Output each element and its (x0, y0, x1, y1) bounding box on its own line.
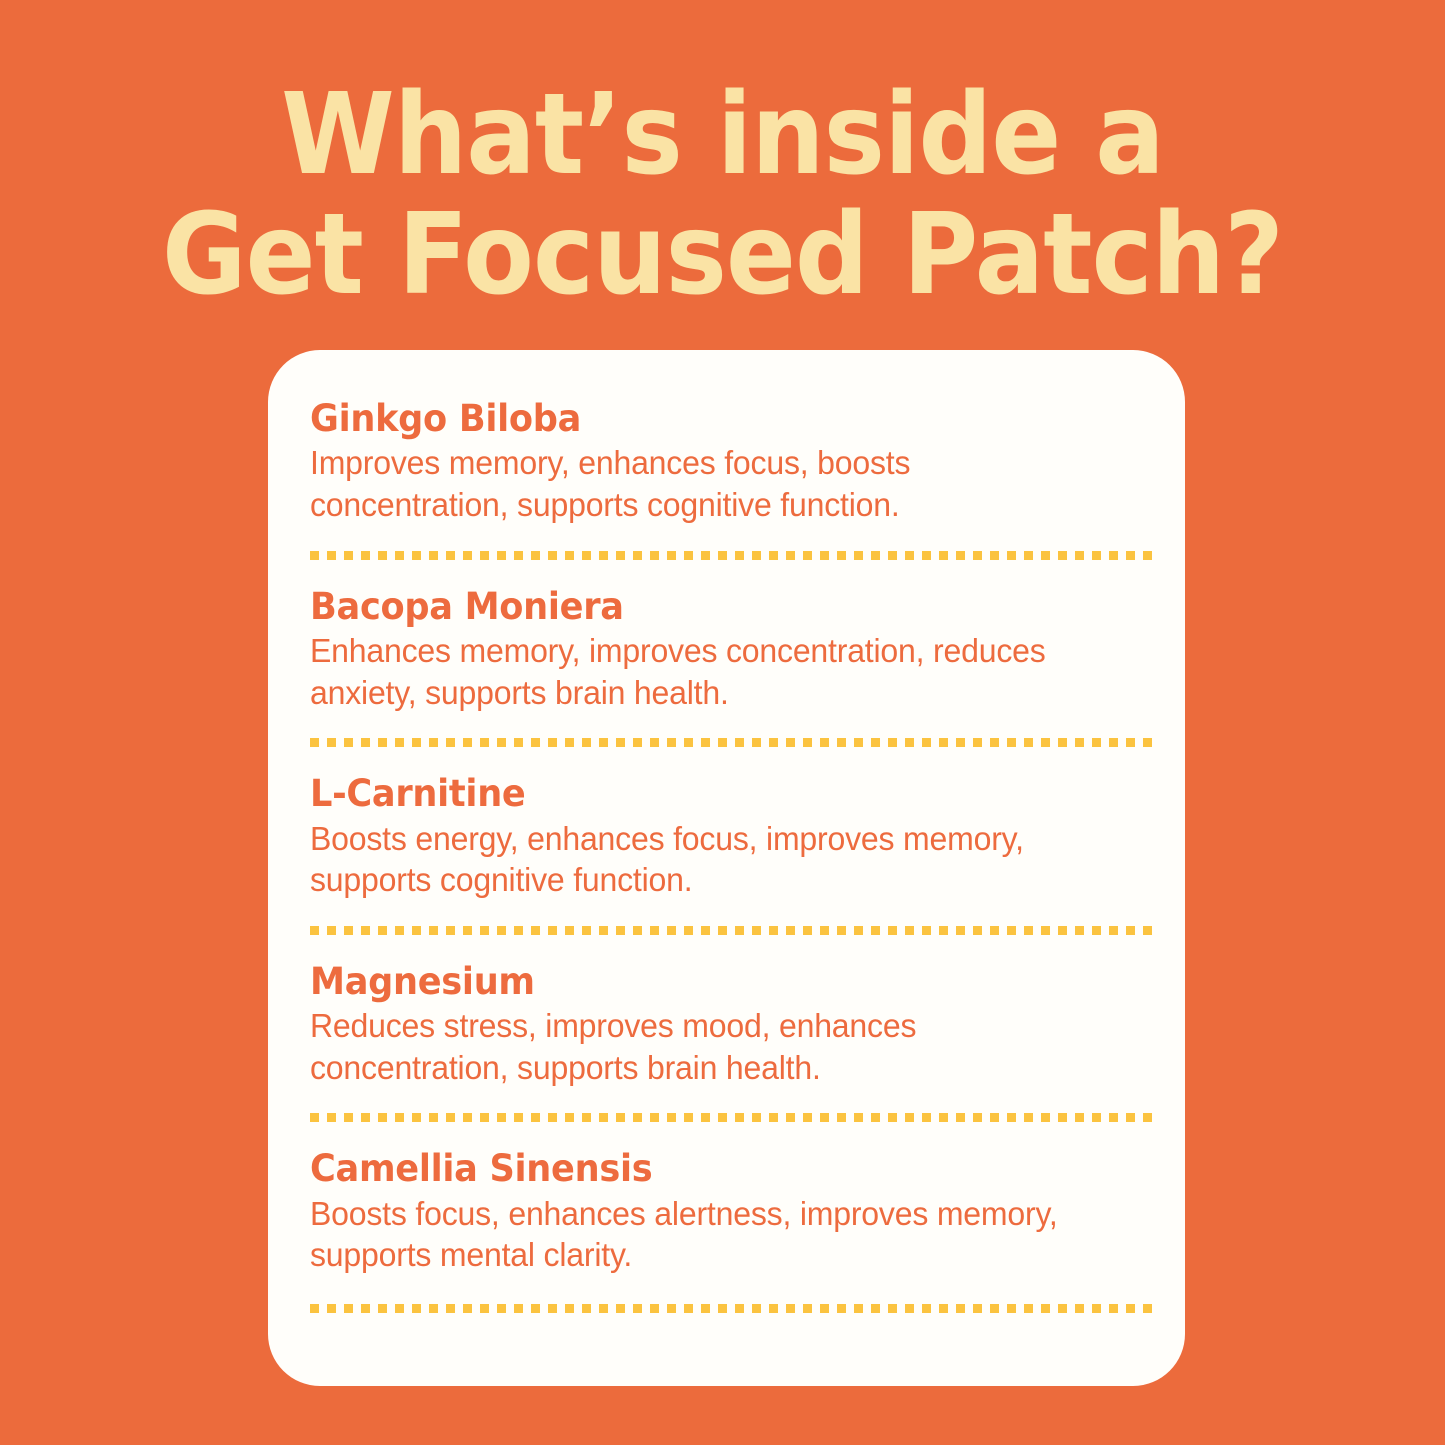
ingredient-description: Improves memory, enhances focus, boosts … (310, 444, 911, 524)
ingredient-item: Magnesium Reduces stress, improves mood,… (310, 959, 1155, 1089)
ingredient-name: L-Carnitine (310, 772, 526, 816)
ingredient-name: Magnesium (310, 959, 535, 1003)
ingredient-item: Ginkgo Biloba Improves memory, enhances … (310, 398, 1155, 526)
page-title: What’s inside a Get Focused Patch? (0, 70, 1445, 321)
ingredients-card: Ginkgo Biloba Improves memory, enhances … (268, 350, 1185, 1386)
ingredient-name: Ginkgo Biloba (310, 397, 582, 440)
ingredient-description: Enhances memory, improves concentration,… (310, 632, 1046, 711)
page-title-line-1: What’s inside a (281, 70, 1165, 200)
dotted-divider (310, 550, 1156, 560)
dotted-divider (310, 1113, 1156, 1123)
ingredient-item: Bacopa Moniera Enhances memory, improves… (310, 584, 1155, 714)
ingredient-description: Boosts focus, enhances alertness, improv… (310, 1194, 1058, 1274)
dotted-divider (310, 1303, 1156, 1313)
page-title-line-2: Get Focused Patch? (161, 190, 1284, 321)
ingredient-description: Boosts energy, enhances focus, improves … (310, 819, 1024, 899)
ingredient-item: Camellia Sinensis Boosts focus, enhances… (310, 1148, 1155, 1276)
dotted-divider (310, 925, 1156, 935)
ingredient-name: Bacopa Moniera (310, 584, 624, 628)
ingredient-name: Camellia Sinensis (310, 1147, 653, 1191)
ingredient-item: L-Carnitine Boosts energy, enhances focu… (310, 773, 1155, 901)
ingredient-description: Reduces stress, improves mood, enhances … (310, 1007, 917, 1086)
dotted-divider (310, 738, 1156, 748)
